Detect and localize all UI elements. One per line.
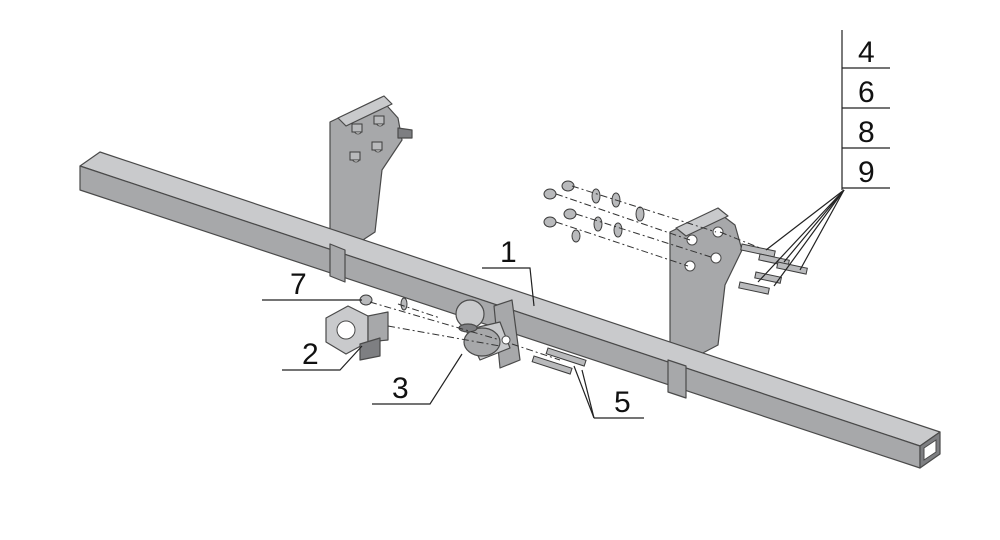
bolt-head xyxy=(351,123,363,133)
stack-label-6: 6 xyxy=(858,76,875,109)
callout-7: 7 xyxy=(290,268,307,301)
tow-ball-assembly xyxy=(455,299,521,369)
callout-5: 5 xyxy=(614,386,631,419)
bolt-head xyxy=(373,115,385,125)
socket-plate xyxy=(325,305,389,361)
right-bracket xyxy=(669,207,743,366)
stack-label-4: 4 xyxy=(858,36,875,69)
bolts-5 xyxy=(531,347,587,375)
washer-7 xyxy=(400,297,408,311)
callout-1: 1 xyxy=(500,236,517,269)
assembly-lines xyxy=(369,185,761,361)
bolt-head xyxy=(371,141,383,151)
right-bracket-tab xyxy=(667,359,687,399)
callout-3: 3 xyxy=(392,372,409,405)
left-bracket xyxy=(329,95,413,256)
leader-lines xyxy=(262,30,890,419)
left-bracket-tab xyxy=(329,243,346,283)
stack-label-9: 9 xyxy=(858,156,875,189)
bolt-head xyxy=(349,151,361,161)
stack-label-8: 8 xyxy=(858,116,875,149)
callout-2: 2 xyxy=(302,338,319,371)
